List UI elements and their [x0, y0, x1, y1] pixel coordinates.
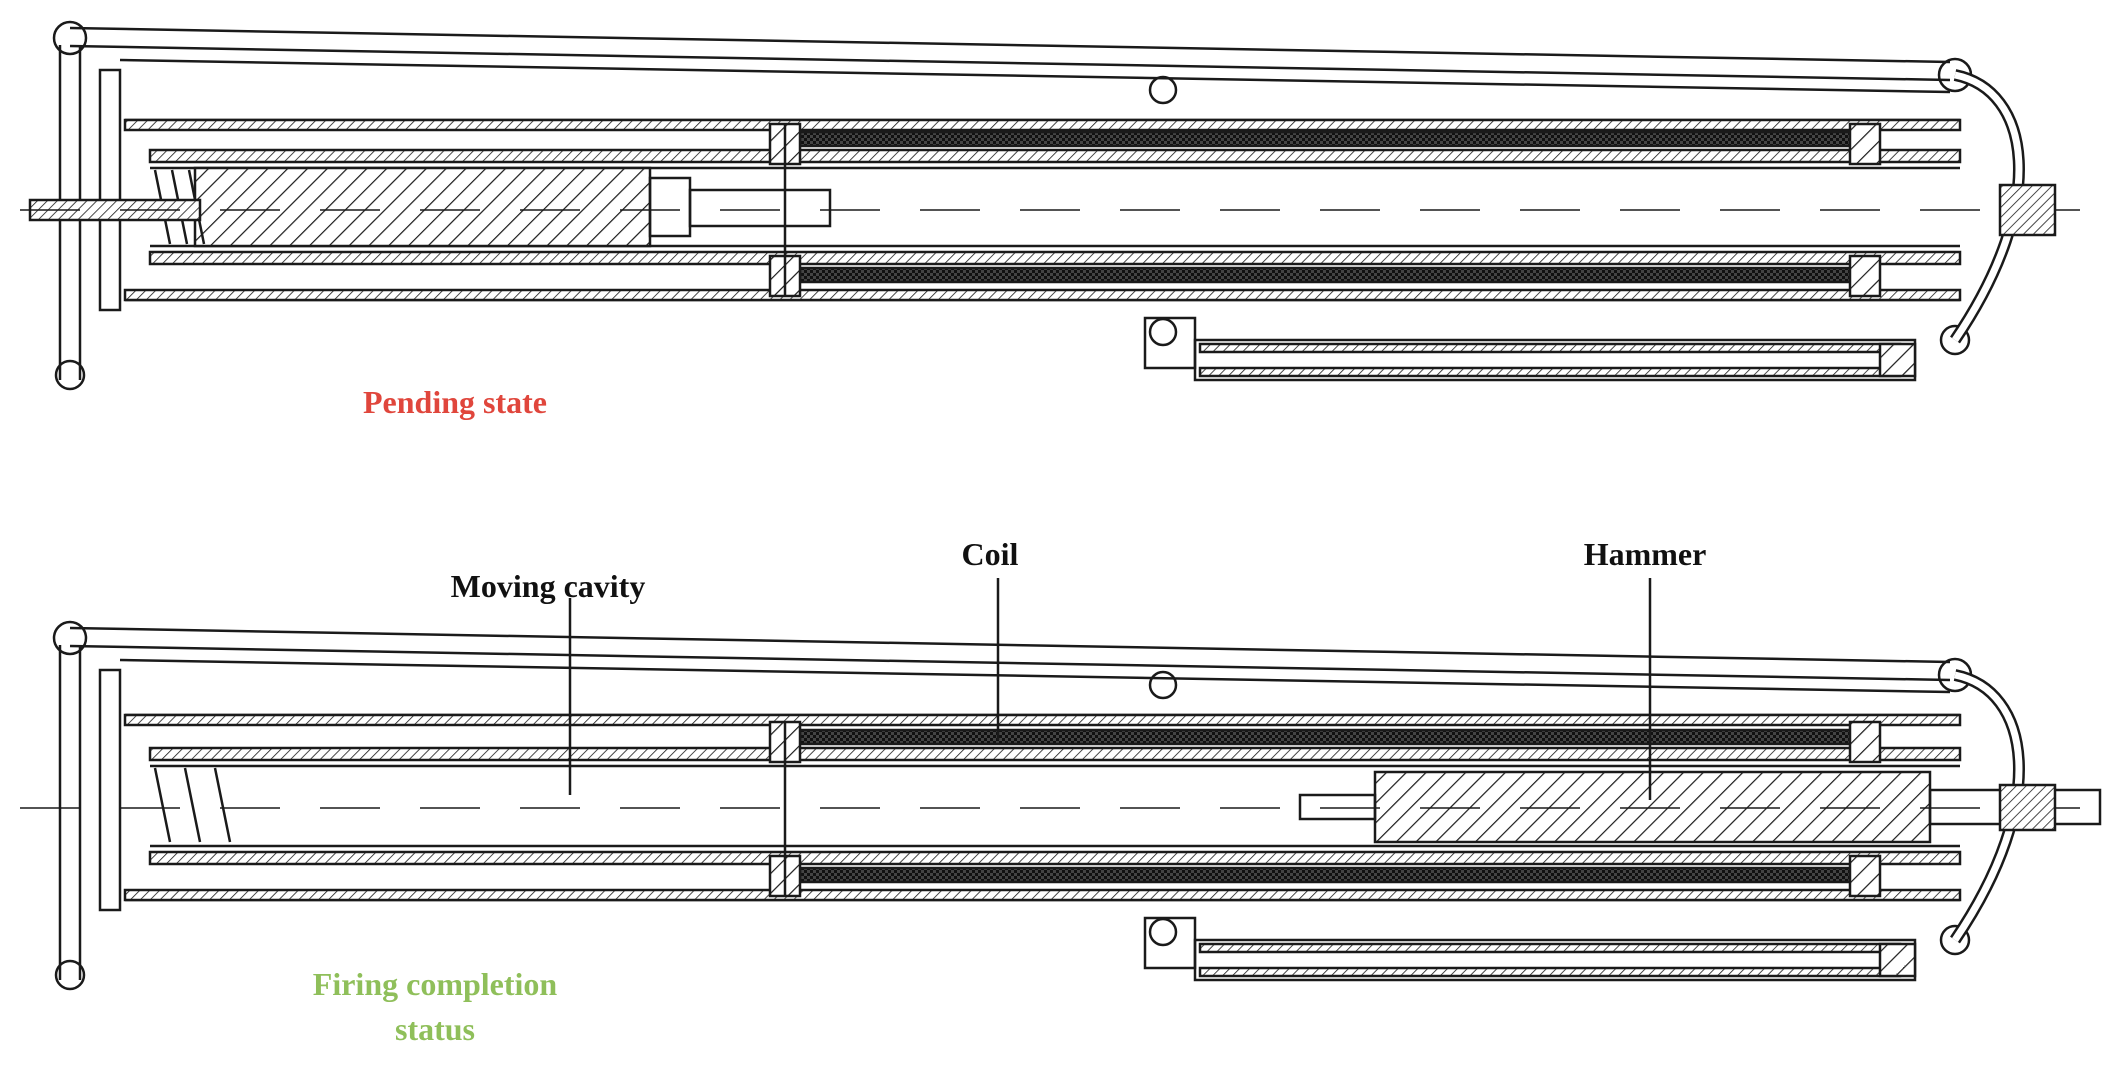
coil-label: Coil [962, 536, 1019, 572]
pivot-icon [1939, 924, 1971, 956]
pivot-icon [54, 359, 86, 391]
firing-state-label-line1: Firing completion [313, 966, 558, 1002]
pivot-icon [1939, 324, 1971, 356]
firing-state-label-line2: status [395, 1011, 475, 1047]
pivot-icon [54, 959, 86, 991]
pending-assembly [20, 20, 2100, 391]
hammer-label: Hammer [1584, 536, 1707, 572]
firing-assembly [20, 578, 2102, 991]
pivot-icon [52, 20, 88, 56]
pending-state-label: Pending state [363, 384, 547, 420]
pivot-icon [52, 620, 88, 656]
moving-cavity-label: Moving cavity [451, 568, 646, 604]
